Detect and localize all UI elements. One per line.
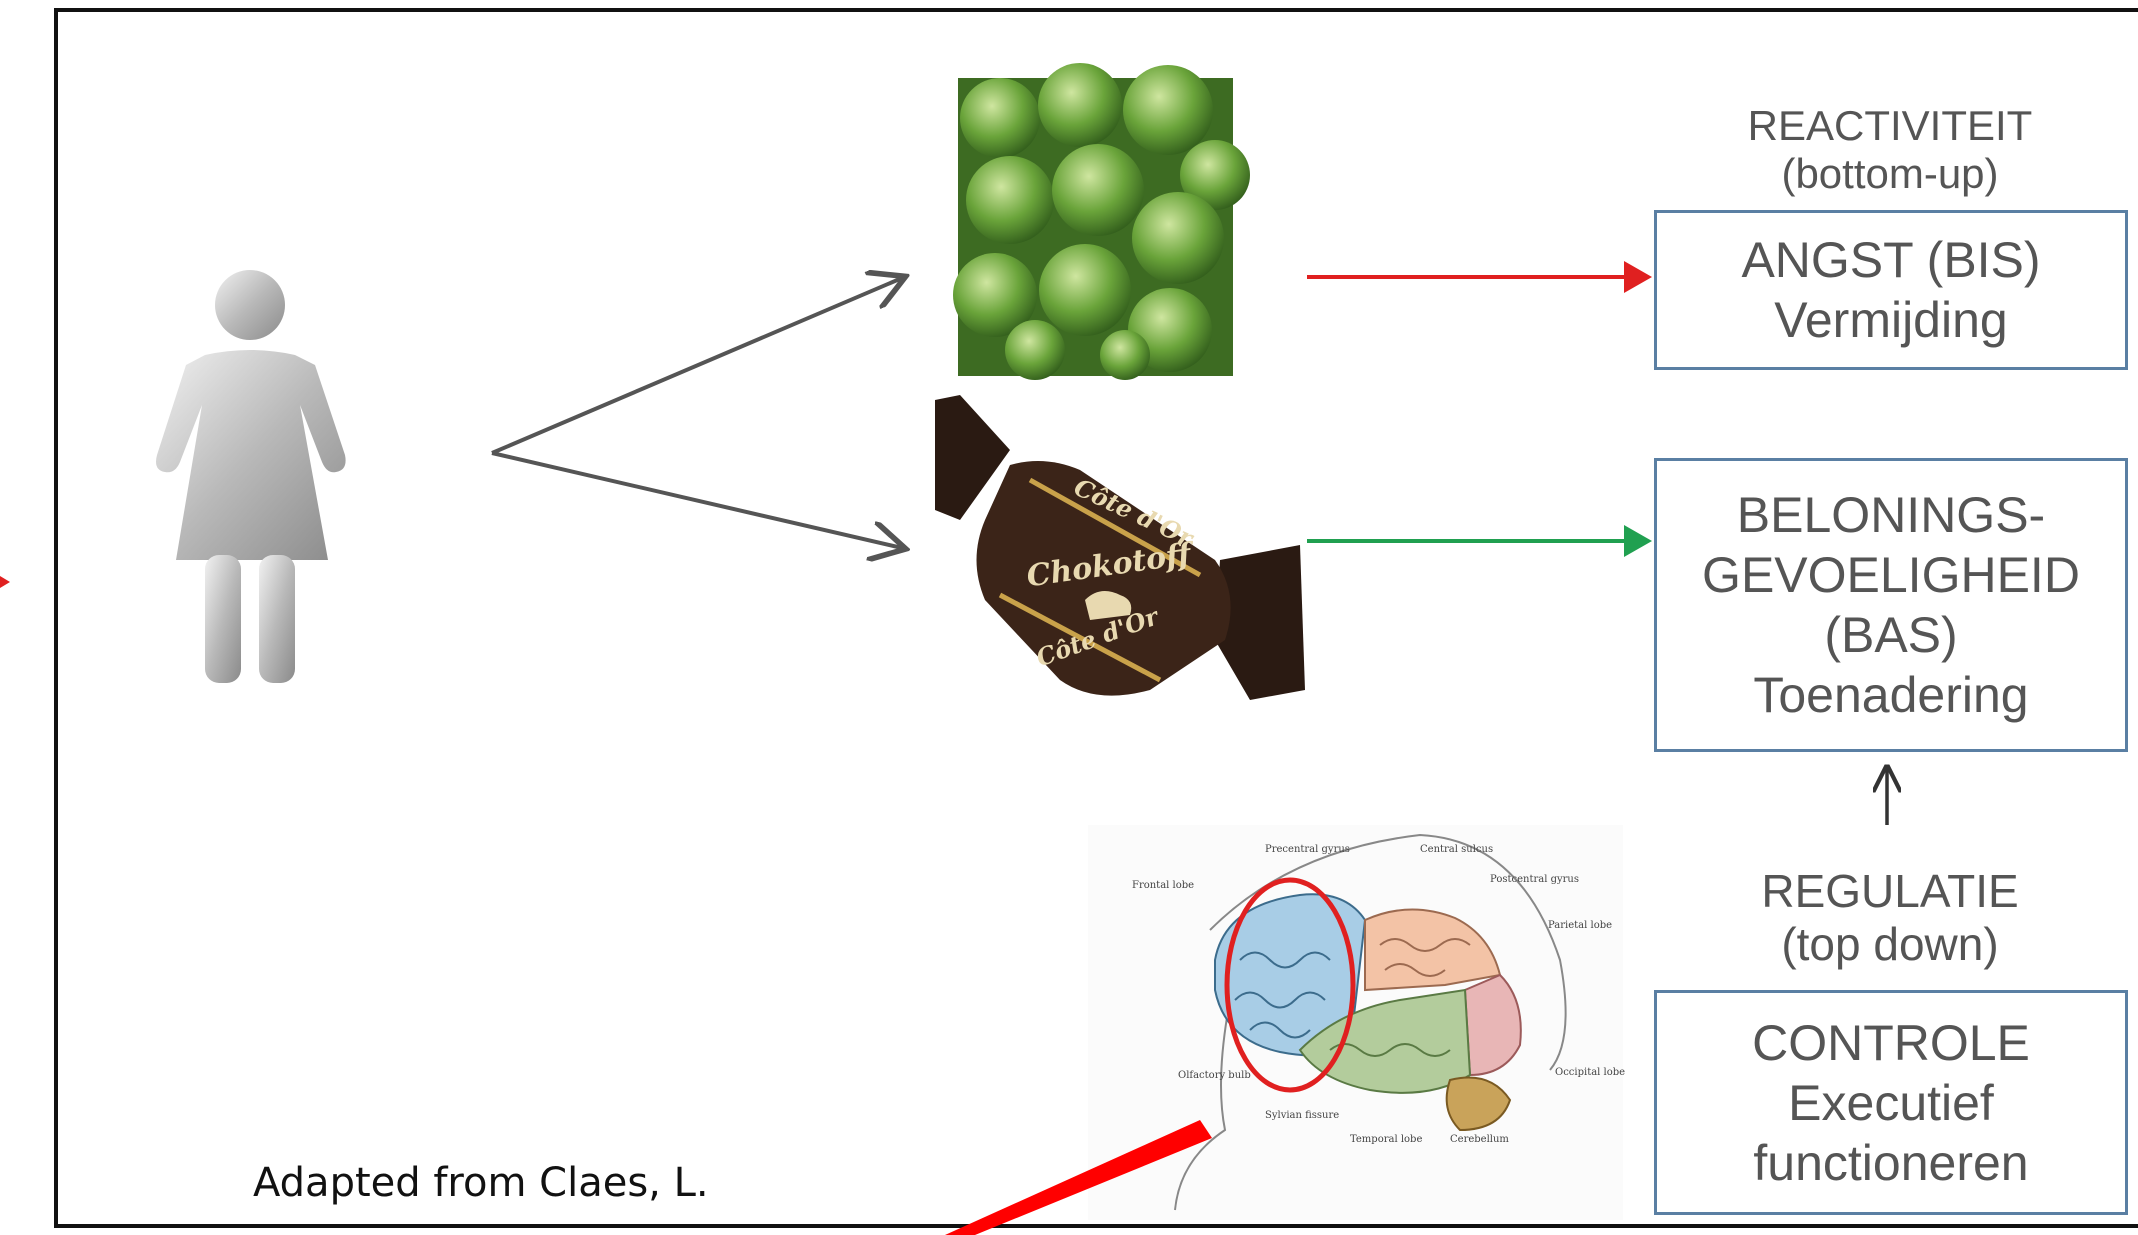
control-line3: functioneren (1753, 1134, 2029, 1191)
prefrontal-highlight (1224, 877, 1356, 1093)
brain-label-temporal: Temporal lobe (1350, 1134, 1422, 1145)
person-icon (156, 270, 346, 683)
arrow-to-sprouts (491, 278, 902, 455)
reactivity-label: REACTIVITEIT (bottom-up) (1700, 102, 2080, 199)
diagram-frame (54, 8, 2138, 1228)
regulation-label: REGULATIE (top down) (1700, 865, 2080, 971)
brain-label-postcentral: Postcentral gyrus (1490, 874, 1579, 885)
control-box: CONTROLE Executief functioneren (1654, 990, 2128, 1215)
reactivity-title: REACTIVITEIT (1747, 102, 2033, 149)
chocolate-candy-image: Côte d'Or Chokotoff Côte d'Or (935, 395, 1305, 700)
arrow-to-chocolate (491, 451, 902, 548)
brain-label-occipital: Occipital lobe (1555, 1067, 1625, 1078)
brain-label-olfactory: Olfactory bulb (1178, 1070, 1251, 1081)
red-pointer-arrow (945, 1120, 1212, 1235)
reward-box: BELONINGS- GEVOELIGHEID (BAS) Toenaderin… (1654, 458, 2128, 752)
regulation-title: REGULATIE (1761, 865, 2019, 917)
anxiety-line2: Vermijding (1774, 292, 2008, 348)
credit-text: Adapted from Claes, L. (253, 1160, 709, 1206)
edge-arrow-mark (0, 576, 10, 588)
anxiety-box: ANGST (BIS) Vermijding (1654, 210, 2128, 370)
regulation-subtitle: (top down) (1781, 917, 1999, 970)
brussels-sprouts-image (953, 63, 1250, 380)
brain-label-frontal: Frontal lobe (1132, 880, 1194, 891)
brain-label-cerebellum: Cerebellum (1450, 1134, 1509, 1145)
control-line1: CONTROLE (1752, 1014, 2030, 1071)
brain-label-parietal: Parietal lobe (1548, 920, 1612, 931)
brain-label-central: Central sulcus (1420, 844, 1493, 855)
reactivity-subtitle: (bottom-up) (1781, 150, 1999, 198)
brain-label-precentral: Precentral gyrus (1265, 844, 1350, 855)
brain-diagram: Precentral gyrus Central sulcus Postcent… (1088, 825, 1625, 1220)
anxiety-line1: ANGST (BIS) (1741, 232, 2041, 288)
reward-line2: GEVOELIGHEID (1702, 547, 2080, 603)
reward-line4: Toenadering (1753, 667, 2029, 723)
control-line2: Executief (1788, 1074, 1994, 1131)
reward-line1: BELONINGS- (1736, 487, 2046, 543)
brain-label-sylvian: Sylvian fissure (1265, 1110, 1339, 1121)
reward-line3: (BAS) (1824, 607, 1958, 663)
